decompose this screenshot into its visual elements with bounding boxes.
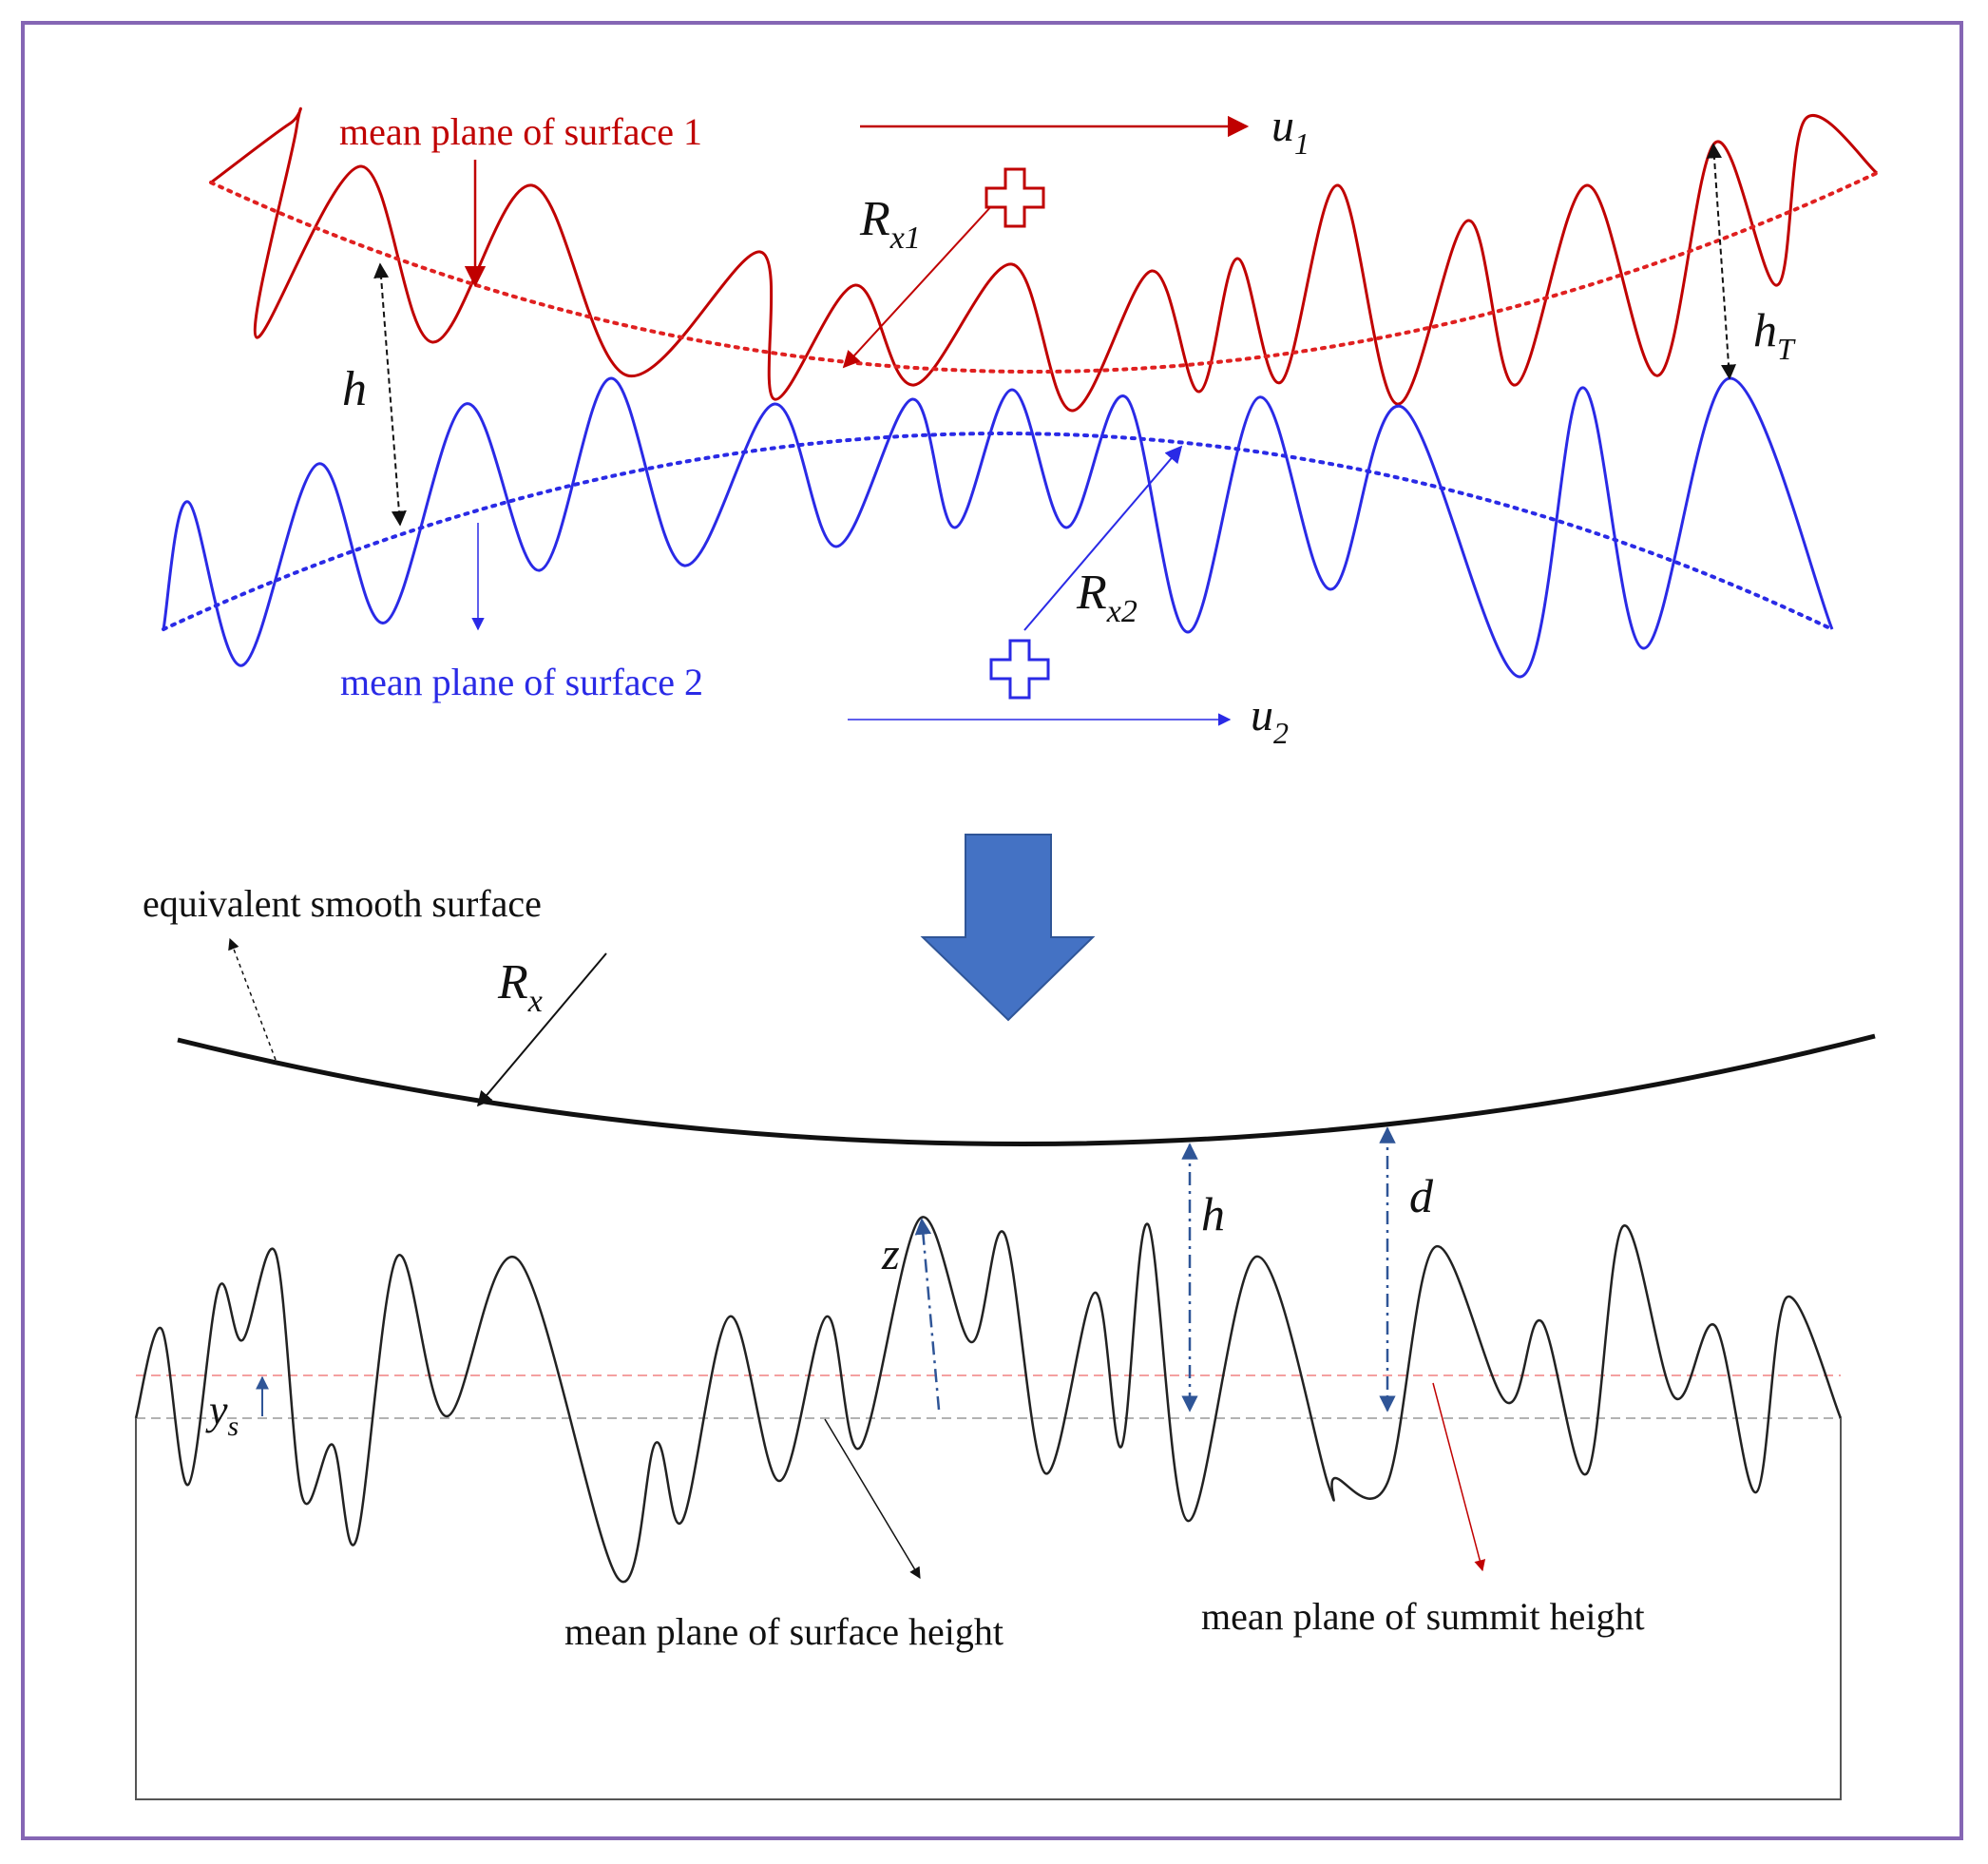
mean-plane-surface-2-line — [162, 432, 1834, 631]
u2-label: u2 — [1251, 690, 1289, 750]
plus-icon — [989, 639, 1050, 700]
radius-rx-arrow — [476, 952, 607, 1107]
summit-height-label: mean plane of summit height — [1201, 1595, 1645, 1638]
summit-height-pointer-arrow — [1432, 1382, 1486, 1572]
arrow-down-icon — [920, 834, 1096, 1022]
radius-rx2-arrow — [1023, 445, 1183, 631]
mean-plane-surface-1-line — [209, 171, 1879, 374]
surface-1-label: mean plane of surface 1 — [339, 110, 702, 153]
separation-h-arrow — [373, 262, 407, 527]
h-top-label: h — [342, 362, 367, 416]
rx2-label: Rx2 — [1076, 566, 1137, 629]
equivalent-smooth-surface-line — [177, 1033, 1876, 1146]
rx1-label: Rx1 — [859, 192, 921, 256]
radius-rx1-arrow — [842, 203, 994, 369]
plus-icon — [984, 167, 1045, 228]
rough-surface-2 — [162, 376, 1834, 679]
rx-label: Rx — [497, 955, 543, 1019]
smooth-surface-pointer-arrow — [228, 937, 277, 1061]
z-arrow — [914, 1218, 941, 1411]
h-bottom-label: h — [1201, 1187, 1225, 1240]
surface-2-label: mean plane of surface 2 — [340, 661, 703, 703]
smooth-surface-label: equivalent smooth surface — [143, 882, 542, 925]
surface-height-label: mean plane of surface height — [564, 1610, 1004, 1653]
d-label: d — [1409, 1169, 1434, 1222]
rough-surface-1 — [210, 106, 1878, 413]
rough-profile — [134, 1216, 1843, 1584]
ht-label: hT — [1753, 303, 1796, 366]
substrate-block — [135, 1418, 1842, 1800]
figure-frame — [21, 21, 1963, 1840]
z-label: z — [881, 1229, 900, 1279]
u1-label: u1 — [1271, 101, 1309, 161]
separation-ht-arrow — [1707, 143, 1736, 380]
surface-height-pointer-arrow — [824, 1418, 921, 1580]
ys-label: ys — [205, 1387, 239, 1442]
